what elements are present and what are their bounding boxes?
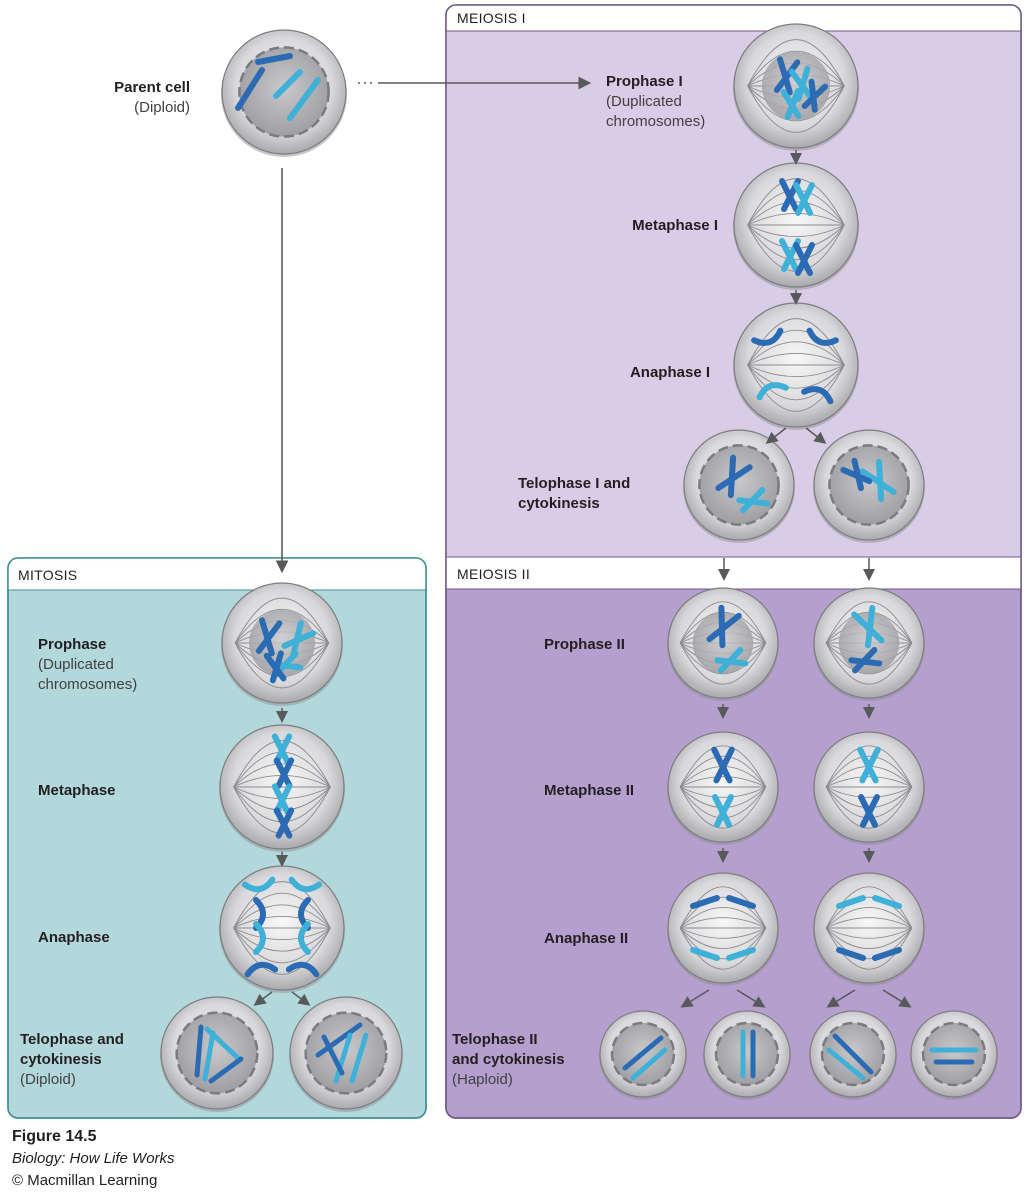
metaphase-ii-name: Metaphase II <box>544 782 635 799</box>
telophase-left-cell <box>160 996 274 1112</box>
telophase-i-label: Telophase I and cytokinesis <box>518 474 678 514</box>
metaphase-ii-right-cell <box>813 731 925 845</box>
prophase-i-name: Prophase I <box>606 73 683 90</box>
telophase-i-right-cell <box>813 429 925 543</box>
arrow-anaphase-ii-left-r <box>736 989 766 1008</box>
metaphase-cell <box>219 724 345 852</box>
figure-number: Figure 14.5 <box>12 1128 97 1145</box>
parent-cell-name: Parent cell <box>114 79 190 96</box>
telophase-ii-cell-3 <box>809 1010 897 1100</box>
parent-cell <box>221 29 347 157</box>
arrow-anaphase-i-right <box>805 427 827 444</box>
arrow-anaphase-right <box>291 991 311 1006</box>
telophase-ii-name2: and cytokinesis <box>452 1051 565 1068</box>
arrow-anaphase-ii-left-l <box>680 989 710 1008</box>
anaphase-ii-name: Anaphase II <box>544 930 629 947</box>
prophase-i-line1: (Duplicated <box>606 93 682 110</box>
metaphase-i-cell <box>733 162 859 290</box>
anaphase-label: Anaphase <box>38 928 178 948</box>
arrow-anaphase-ii-right-l <box>826 989 856 1008</box>
prophase-ii-name: Prophase II <box>544 636 625 653</box>
telophase-ii-label: Telophase II and cytokinesis (Haploid) <box>452 1030 592 1090</box>
book-title: Biology: How Life Works <box>12 1150 175 1167</box>
telophase-i-left-cell <box>683 429 795 543</box>
prophase-ii-label: Prophase II <box>544 635 664 655</box>
metaphase-label: Metaphase <box>38 781 178 801</box>
telophase-i-name2: cytokinesis <box>518 495 600 512</box>
anaphase-ii-left-cell <box>667 872 779 986</box>
anaphase-ii-label: Anaphase II <box>544 929 664 949</box>
prophase-i-label: Prophase I (Duplicated chromosomes) <box>606 72 746 132</box>
publisher: © Macmillan Learning <box>12 1172 158 1189</box>
anaphase-ii-right-cell <box>813 872 925 986</box>
anaphase-i-label: Anaphase I <box>560 363 710 383</box>
anaphase-i-cell <box>733 302 859 430</box>
telophase-ii-ploidy: (Haploid) <box>452 1071 513 1088</box>
flow-arrows <box>275 76 592 574</box>
step-arrows-layer <box>253 150 912 1008</box>
telophase-ii-name: Telophase II <box>452 1031 538 1048</box>
telophase-i-name: Telophase I and <box>518 475 631 492</box>
telophase-label: Telophase and cytokinesis (Diploid) <box>20 1030 170 1090</box>
telophase-name2: cytokinesis <box>20 1051 102 1068</box>
arrow-anaphase-ii-right-r <box>882 989 912 1008</box>
telophase-name: Telophase and <box>20 1031 124 1048</box>
parent-cell-ploidy: (Diploid) <box>134 99 190 116</box>
anaphase-cell <box>219 865 345 993</box>
prophase-i-line2: chromosomes) <box>606 113 706 130</box>
prophase-line2: chromosomes) <box>38 676 138 693</box>
prophase-ii-left-cell <box>667 587 779 701</box>
metaphase-i-label: Metaphase I <box>560 216 718 236</box>
metaphase-i-name: Metaphase I <box>632 217 718 234</box>
prophase-name: Prophase <box>38 636 107 653</box>
cells-layer <box>160 23 998 1112</box>
meiosis-ii-title: MEIOSIS II <box>457 566 531 582</box>
parent-cell-label: Parent cell (Diploid) <box>60 78 190 118</box>
metaphase-name: Metaphase <box>38 782 116 799</box>
meiosis-panels <box>445 4 1022 1119</box>
arrow-anaphase-i-left <box>765 427 787 444</box>
anaphase-name: Anaphase <box>38 929 110 946</box>
metaphase-ii-left-cell <box>667 731 779 845</box>
figure-caption: Figure 14.5 Biology: How Life Works © Ma… <box>12 1126 175 1192</box>
anaphase-i-name: Anaphase I <box>629 364 710 381</box>
telophase-ii-cell-1 <box>599 1010 687 1100</box>
telophase-ii-cell-2 <box>703 1010 791 1100</box>
prophase-cell <box>221 582 343 706</box>
meiosis-i-title: MEIOSIS I <box>457 10 526 26</box>
prophase-i-cell <box>733 23 859 151</box>
mitosis-title: MITOSIS <box>18 567 78 583</box>
prophase-label: Prophase (Duplicated chromosomes) <box>38 635 188 695</box>
telophase-ii-cell-4 <box>910 1010 998 1100</box>
telophase-right-cell <box>289 996 403 1112</box>
metaphase-ii-label: Metaphase II <box>544 781 664 801</box>
prophase-ii-right-cell <box>813 587 925 701</box>
arrow-anaphase-left <box>253 991 273 1006</box>
prophase-line1: (Duplicated <box>38 656 114 673</box>
telophase-ploidy: (Diploid) <box>20 1071 76 1088</box>
